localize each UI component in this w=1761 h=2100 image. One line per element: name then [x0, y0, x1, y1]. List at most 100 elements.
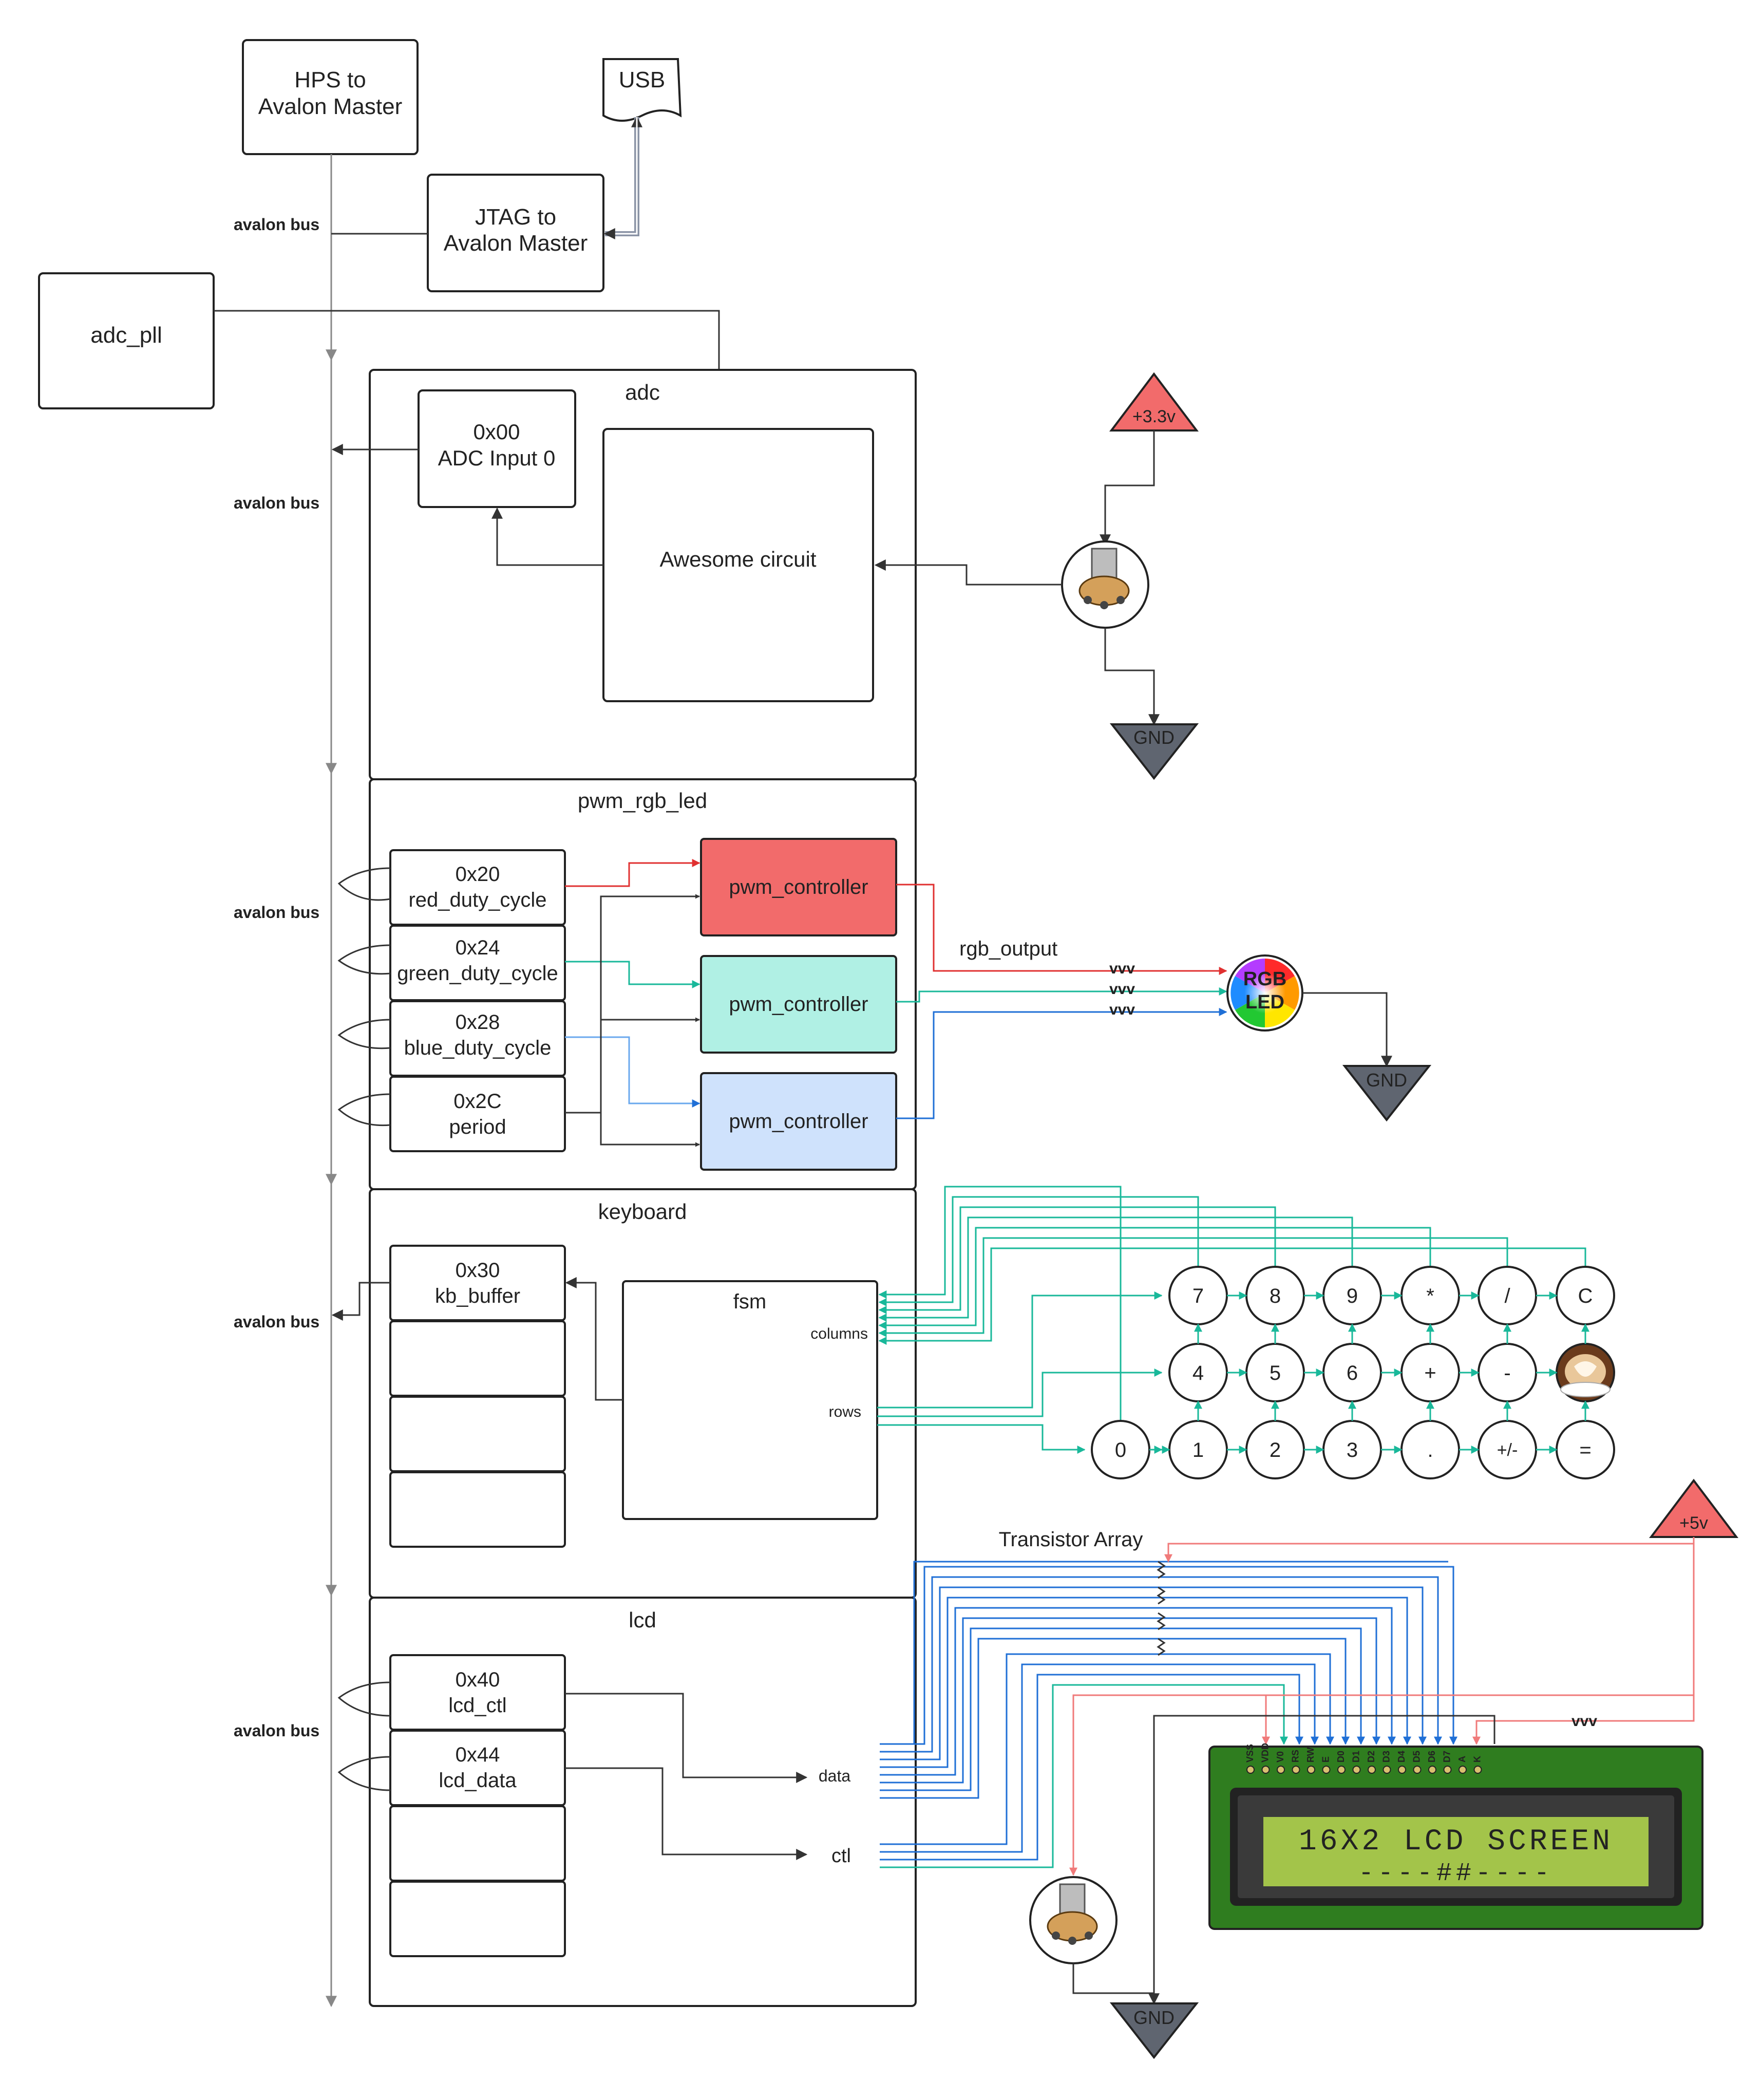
lcd-pin-label: RW	[1305, 1747, 1316, 1763]
contrast-to-gnd	[1072, 1963, 1154, 1994]
key-equals[interactable]: =	[1556, 1420, 1615, 1479]
jtag-line1: JTAG to	[475, 204, 556, 230]
jtag-master-block: JTAG to Avalon Master	[427, 174, 604, 292]
keypad: 7 8 9 * / C 4 5 6 + - 0 1 2 3 . +/- =	[1091, 1266, 1615, 1479]
pwm-reg-green-addr: 0x24	[456, 936, 500, 959]
kb-buffer-slot-3	[389, 1471, 566, 1548]
pwm-reg-red-name: red_duty_cycle	[408, 889, 546, 911]
rgb-led-line1: RGB	[1243, 968, 1286, 990]
pwm-reg-red	[389, 849, 566, 926]
bus-label-3: avalon bus	[234, 903, 319, 922]
key-sign[interactable]: +/-	[1478, 1420, 1537, 1479]
pwm-controller-blue-label: pwm_controller	[729, 1110, 868, 1133]
gnd-adc: GND	[1109, 723, 1199, 780]
lcd-data-addr: 0x44	[456, 1743, 500, 1766]
key-3[interactable]: 3	[1322, 1420, 1382, 1479]
pwm-reg-period-addr: 0x2C	[453, 1090, 501, 1113]
key-divide[interactable]: /	[1478, 1266, 1537, 1325]
rgb-blue-out	[896, 1008, 1227, 1119]
pwm-bus-loops	[337, 867, 391, 1127]
lcd-pin	[1307, 1766, 1315, 1774]
hps-line1: HPS to	[294, 67, 366, 92]
lcd-pin-label: D0	[1336, 1751, 1346, 1763]
period-wire-red	[565, 894, 700, 1114]
rgb-red-out	[896, 884, 1227, 975]
adc-title: adc	[625, 380, 660, 404]
pwm-controller-red	[700, 838, 897, 936]
pwm-module: pwm_rgb_led 0x20 red_duty_cycle 0x24 gre…	[337, 778, 917, 1190]
resistor-red: vvv	[1109, 960, 1135, 977]
circuit-label: Awesome circuit	[660, 547, 817, 571]
key-minus[interactable]: -	[1478, 1343, 1537, 1402]
adc-pll-block: adc_pll	[38, 272, 215, 409]
key-4[interactable]: 4	[1168, 1343, 1228, 1402]
kb-buffer-slot-2	[389, 1396, 566, 1472]
vcc-3v3: +3.3v	[1109, 372, 1199, 432]
lcd-pin-label: D1	[1351, 1751, 1361, 1763]
lcd-pin-label: D6	[1427, 1751, 1437, 1763]
lcd-pin-label: D5	[1412, 1751, 1422, 1763]
pwm-reg-blue-name: blue_duty_cycle	[404, 1037, 552, 1059]
adc-module: adc 0x00 ADC Input 0 Awesome circuit	[331, 369, 917, 780]
key-7[interactable]: 7	[1168, 1266, 1228, 1325]
rgb-led-line2: LED	[1245, 991, 1284, 1013]
key-clear[interactable]: C	[1556, 1266, 1615, 1325]
lcd-pin	[1459, 1766, 1467, 1774]
contrast-potentiometer-icon	[1029, 1876, 1118, 1964]
kb-reg-to-bus	[331, 1282, 390, 1321]
lcd-pin-label: VDD	[1260, 1743, 1271, 1763]
adc-reg-name: ADC Input 0	[438, 446, 556, 470]
bus-label-1: avalon bus	[234, 215, 319, 234]
pwm-controller-green-label: pwm_controller	[729, 993, 868, 1016]
lcd-pin-label: RS	[1291, 1750, 1301, 1763]
pwm-reg-green-name: green_duty_cycle	[397, 962, 558, 985]
lcd-pin-label: D7	[1442, 1751, 1452, 1763]
key-8[interactable]: 8	[1245, 1266, 1305, 1325]
key-sign-label: +/-	[1497, 1440, 1518, 1460]
lcd-data-reg	[389, 1730, 566, 1806]
lcd-data-bus	[880, 1561, 1457, 1799]
key-coffee-icon[interactable]	[1556, 1343, 1615, 1402]
usb-label: USB	[619, 67, 665, 92]
gnd-led: GND	[1342, 1065, 1432, 1122]
bus-label-2: avalon bus	[234, 494, 319, 512]
lcd-pin	[1473, 1766, 1482, 1774]
pwm-controller-blue	[700, 1072, 897, 1171]
vcc-3v3-label: +3.3v	[1132, 407, 1176, 426]
key-decimal[interactable]: .	[1400, 1420, 1460, 1479]
lcd-module: lcd 0x40 lcd_ctl 0x44 lcd_data data ctl	[337, 1597, 917, 2007]
gnd-lcd: GND	[1109, 2002, 1199, 2059]
key-4-label: 4	[1192, 1362, 1204, 1384]
key-9[interactable]: 9	[1322, 1266, 1382, 1325]
pwm-reg-red-addr: 0x20	[456, 863, 500, 886]
kb-rows-label: rows	[829, 1403, 861, 1420]
lcd-pin	[1368, 1766, 1376, 1774]
key-2[interactable]: 2	[1245, 1420, 1305, 1479]
pot-to-gnd	[1104, 628, 1160, 726]
red-duty-wire	[565, 859, 700, 887]
lcd-pin-label: D2	[1366, 1751, 1376, 1763]
kb-reg-addr: 0x30	[456, 1259, 500, 1282]
hps-master-block: HPS to Avalon Master	[242, 39, 419, 155]
lcd-ctl-label: ctl	[831, 1845, 851, 1867]
key-6[interactable]: 6	[1322, 1343, 1382, 1402]
transistor-array-label: Transistor Array	[999, 1528, 1143, 1551]
gnd-lcd-label: GND	[1133, 2007, 1175, 2028]
key-3-label: 3	[1347, 1439, 1358, 1461]
key-multiply[interactable]: *	[1400, 1266, 1460, 1325]
lcd-pin	[1352, 1766, 1361, 1774]
key-0[interactable]: 0	[1091, 1420, 1150, 1479]
pwm-reg-period	[389, 1076, 566, 1152]
key-clear-label: C	[1578, 1285, 1593, 1307]
key-1[interactable]: 1	[1168, 1420, 1228, 1479]
key-plus[interactable]: +	[1400, 1343, 1460, 1402]
lcd-data-name: lcd_data	[439, 1769, 517, 1792]
adc-pll-label: adc_pll	[90, 323, 162, 348]
gnd-led-label: GND	[1366, 1070, 1407, 1091]
vcc-5v: +5v	[1649, 1478, 1739, 1538]
pwm-controller-red-label: pwm_controller	[729, 876, 868, 898]
key-5[interactable]: 5	[1245, 1343, 1305, 1402]
